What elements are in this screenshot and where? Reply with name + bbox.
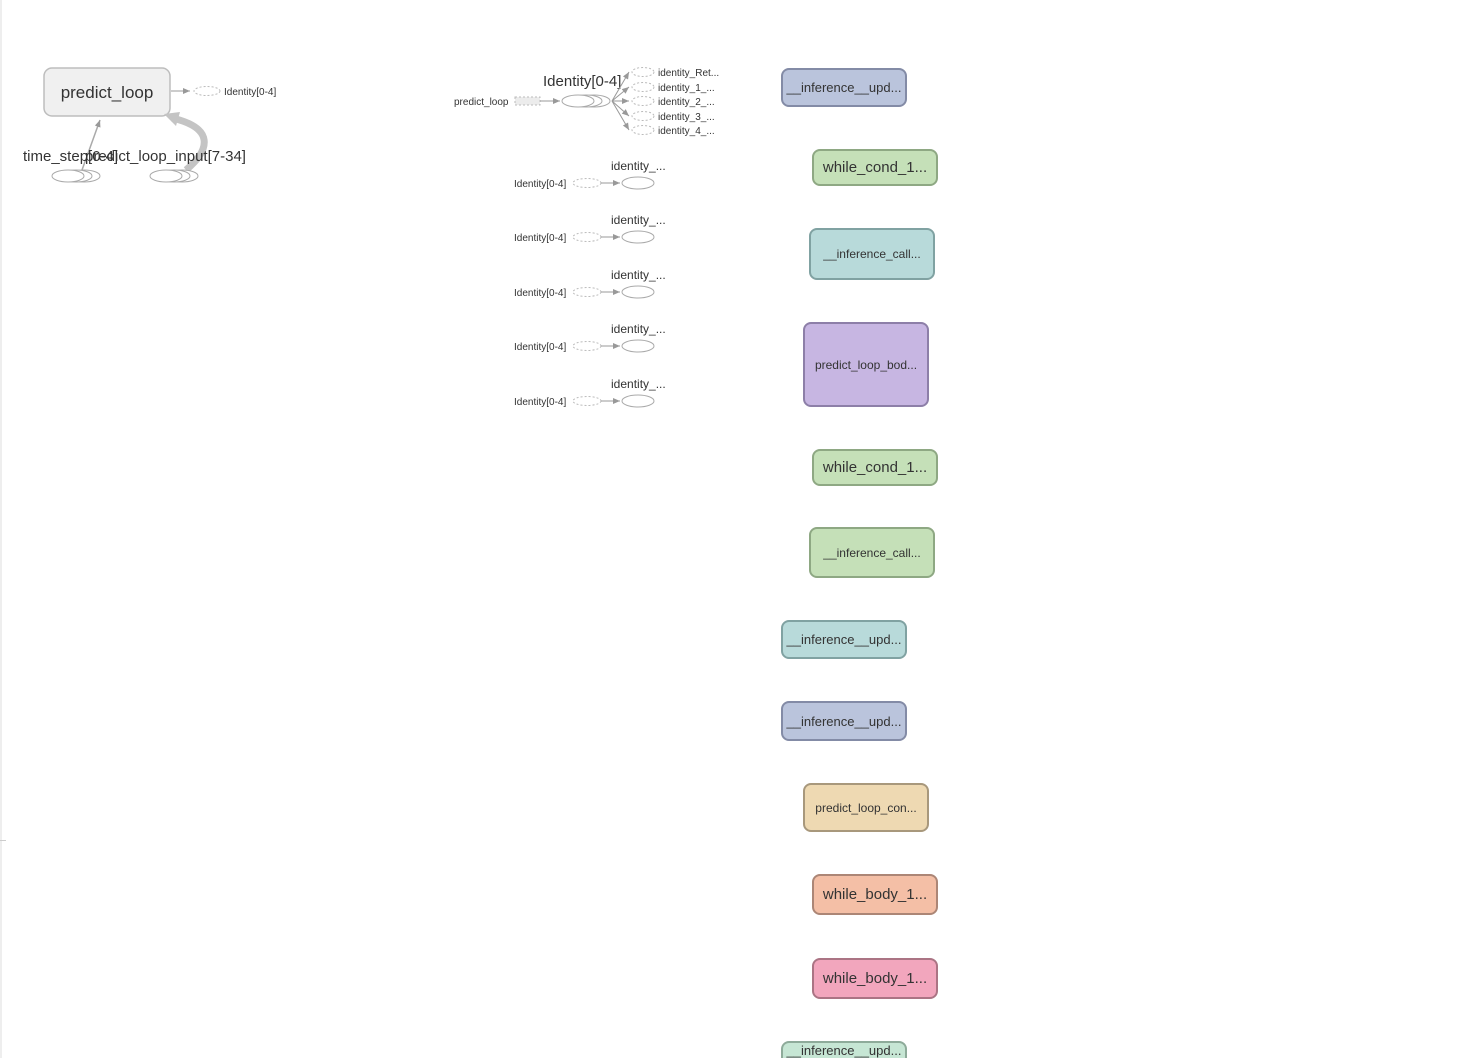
identity-row-output-ellipse[interactable] xyxy=(621,339,655,353)
function-node-label: while_cond_1... xyxy=(822,459,928,476)
predict-loop-label: predict_loop xyxy=(61,83,154,102)
function-node[interactable]: predict_loop_con... xyxy=(803,783,929,832)
identity-row: identity_... Identity[0-4] xyxy=(514,213,666,244)
time-step-edge xyxy=(81,119,101,171)
identity-row: identity_... Identity[0-4] xyxy=(514,159,666,190)
function-node[interactable]: while_cond_1... xyxy=(812,149,938,186)
identity-row-input-ellipse[interactable] xyxy=(572,178,602,188)
fanout-edge xyxy=(611,71,630,102)
time-step-label: time_step[0-4] xyxy=(23,148,118,165)
function-node-label: __inference_call... xyxy=(823,247,921,261)
fanout-edge xyxy=(611,100,630,131)
fanout-output-ellipse[interactable] xyxy=(631,96,655,106)
fanout-output-ellipse[interactable] xyxy=(631,82,655,92)
identity-row-output-ellipse[interactable] xyxy=(621,394,655,408)
identity-row-input-label: Identity[0-4] xyxy=(514,233,566,244)
function-node[interactable]: __inference_call... xyxy=(809,228,935,280)
identity-row-output-ellipse[interactable] xyxy=(621,176,655,190)
function-node-label: while_cond_1... xyxy=(822,159,928,176)
identity-row: identity_... Identity[0-4] xyxy=(514,377,666,408)
function-node[interactable]: __inference__upd... xyxy=(781,1041,907,1058)
function-node-label: while_body_1... xyxy=(822,886,928,903)
fanout-edge xyxy=(611,100,630,117)
loop-input-label: predict_loop_input[7-34] xyxy=(85,148,246,165)
identity-output-label: Identity[0-4] xyxy=(224,87,276,98)
time-step-ellipses[interactable] xyxy=(51,169,101,183)
main-graph: predict_loop Identity[0-4] time_step[0-4… xyxy=(23,67,276,183)
identity-row-input-ellipse[interactable] xyxy=(572,396,602,406)
function-node-label: __inference_call... xyxy=(823,545,921,560)
identity-row-output-label: identity_... xyxy=(611,322,666,336)
function-node[interactable]: __inference__upd... xyxy=(781,701,907,741)
fanout-output-label: identity_Ret... xyxy=(658,68,719,79)
identity-row-input-ellipse[interactable] xyxy=(572,232,602,242)
function-node-label: predict_loop_con... xyxy=(815,800,917,815)
identity-fanout: identity_Ret... identity_1_... identity_2_… xyxy=(611,67,719,137)
identity-row-input-ellipse[interactable] xyxy=(572,287,602,297)
identity-row: identity_... Identity[0-4] xyxy=(514,322,666,353)
identity-row-output-label: identity_... xyxy=(611,377,666,391)
fanout-output-ellipse[interactable] xyxy=(631,111,655,121)
function-node[interactable]: __inference__upd... xyxy=(781,620,907,659)
identity-row-output-ellipse[interactable] xyxy=(621,285,655,299)
fanout-output-ellipse[interactable] xyxy=(631,125,655,135)
canvas-edge xyxy=(0,0,2,1058)
function-node-label: __inference__upd... xyxy=(786,713,902,729)
function-node[interactable]: __inference_call... xyxy=(809,527,935,578)
identity-group-title: Identity[0-4] xyxy=(543,73,621,90)
predict-loop-node[interactable] xyxy=(43,67,171,117)
loop-input-ellipses[interactable] xyxy=(149,169,199,183)
identity-row-input-label: Identity[0-4] xyxy=(514,288,566,299)
function-node[interactable]: while_cond_1... xyxy=(812,449,938,486)
function-node-label: __inference__upd... xyxy=(786,80,902,95)
loop-input-edge-arrow xyxy=(164,112,180,126)
fanout-output-label: identity_3_... xyxy=(658,112,715,123)
identity-row-input-ellipse[interactable] xyxy=(572,341,602,351)
function-node-label: __inference__upd... xyxy=(786,1043,902,1058)
identity-row-output-label: identity_... xyxy=(611,268,666,282)
function-node[interactable]: __inference__upd... xyxy=(781,68,907,107)
identity-row-output-ellipse[interactable] xyxy=(621,230,655,244)
identity-source-label: predict_loop xyxy=(454,97,509,108)
identity-source-node[interactable] xyxy=(514,96,541,106)
function-node-label: __inference__upd... xyxy=(786,632,902,647)
function-node[interactable]: while_body_1... xyxy=(812,874,938,915)
function-node-label: while_body_1... xyxy=(822,970,928,987)
identity-group: Identity[0-4] predict_loop identity_Ret.… xyxy=(454,67,719,137)
function-node[interactable]: predict_loop_bod... xyxy=(803,322,929,407)
fanout-output-label: identity_2_... xyxy=(658,97,715,108)
function-node-label: predict_loop_bod... xyxy=(814,357,918,372)
identity-rows: identity_... Identity[0-4] identity_... Ide… xyxy=(514,159,666,408)
identity-row-input-label: Identity[0-4] xyxy=(514,342,566,353)
fanout-output-label: identity_4_... xyxy=(658,126,715,137)
function-node[interactable]: while_body_1... xyxy=(812,958,938,999)
fanout-output-label: identity_1_... xyxy=(658,83,715,94)
identity-row-input-label: Identity[0-4] xyxy=(514,179,566,190)
identity-row-output-label: identity_... xyxy=(611,159,666,173)
loop-input-edge xyxy=(171,114,208,173)
canvas-edge-tick xyxy=(0,840,6,841)
fanout-edge xyxy=(611,86,630,102)
identity-stack-ellipses[interactable] xyxy=(561,94,611,108)
identity-row: identity_... Identity[0-4] xyxy=(514,268,666,299)
fanout-output-ellipse[interactable] xyxy=(631,67,655,77)
identity-output-ellipse[interactable] xyxy=(193,86,221,96)
identity-row-input-label: Identity[0-4] xyxy=(514,397,566,408)
identity-row-output-label: identity_... xyxy=(611,213,666,227)
